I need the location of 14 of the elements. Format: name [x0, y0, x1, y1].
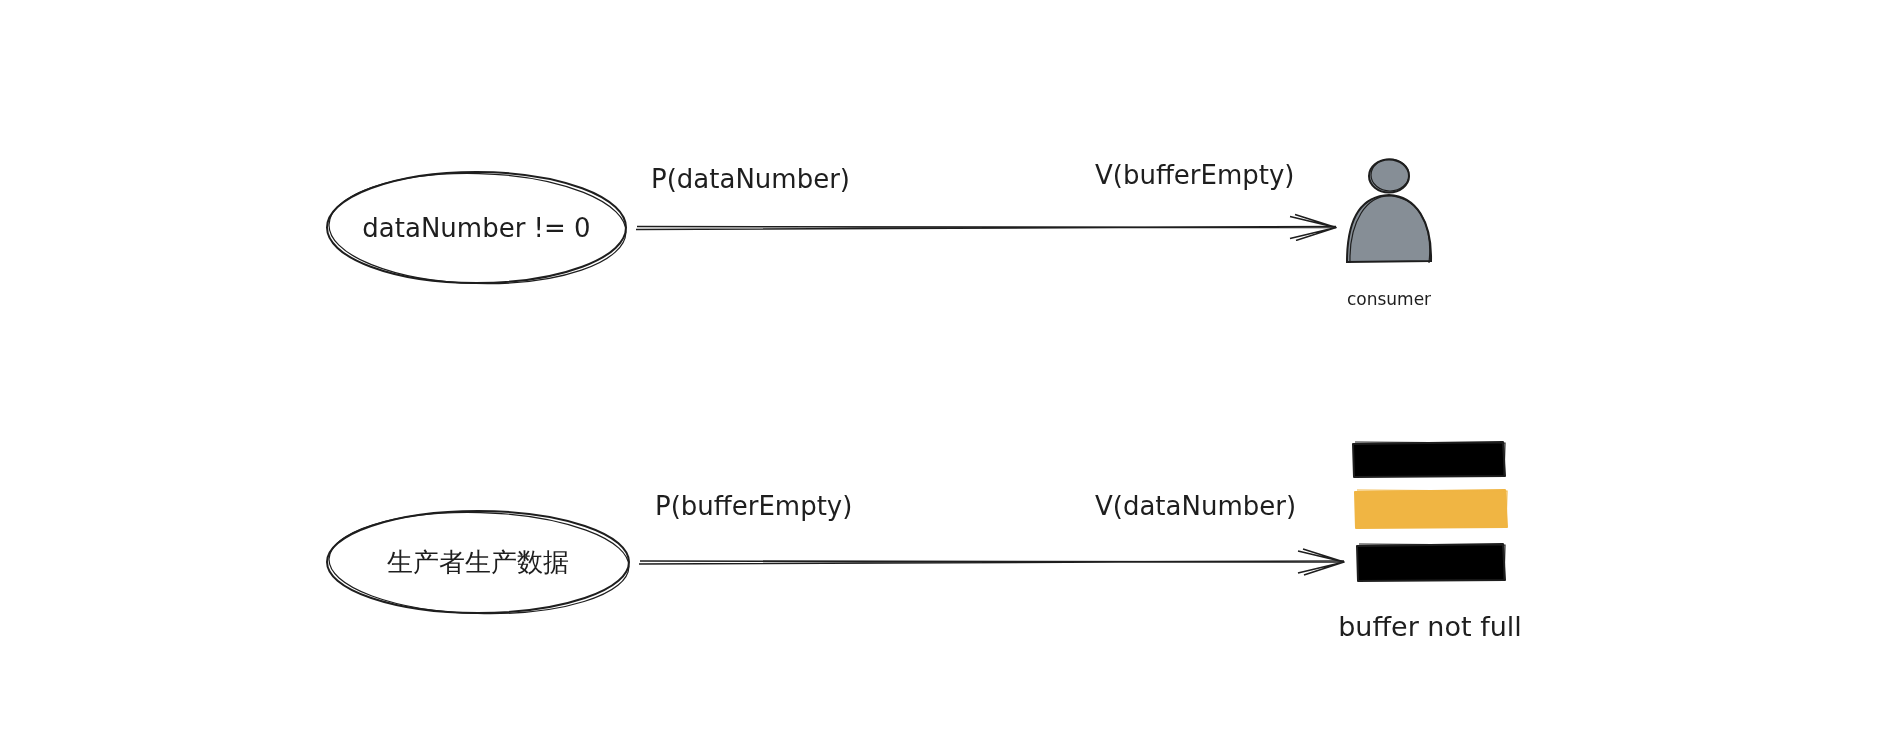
- node-label: dataNumber != 0: [362, 212, 591, 243]
- arrow: [635, 213, 1337, 242]
- arrow: [638, 548, 1345, 576]
- person-icon: [1344, 158, 1434, 264]
- operation-label: P(dataNumber): [651, 164, 850, 194]
- operation-label: V(bufferEmpty): [1095, 160, 1295, 190]
- ellipse-node: [325, 509, 631, 615]
- operation-label: V(dataNumber): [1095, 491, 1297, 521]
- caption-text: consumer: [1346, 289, 1432, 309]
- node-label: 生产者生产数据: [387, 545, 569, 579]
- ellipse-node: [325, 170, 628, 285]
- stacked-bars: [1352, 440, 1508, 583]
- caption-text: buffer not full: [1338, 611, 1522, 642]
- operation-label: P(bufferEmpty): [655, 491, 853, 521]
